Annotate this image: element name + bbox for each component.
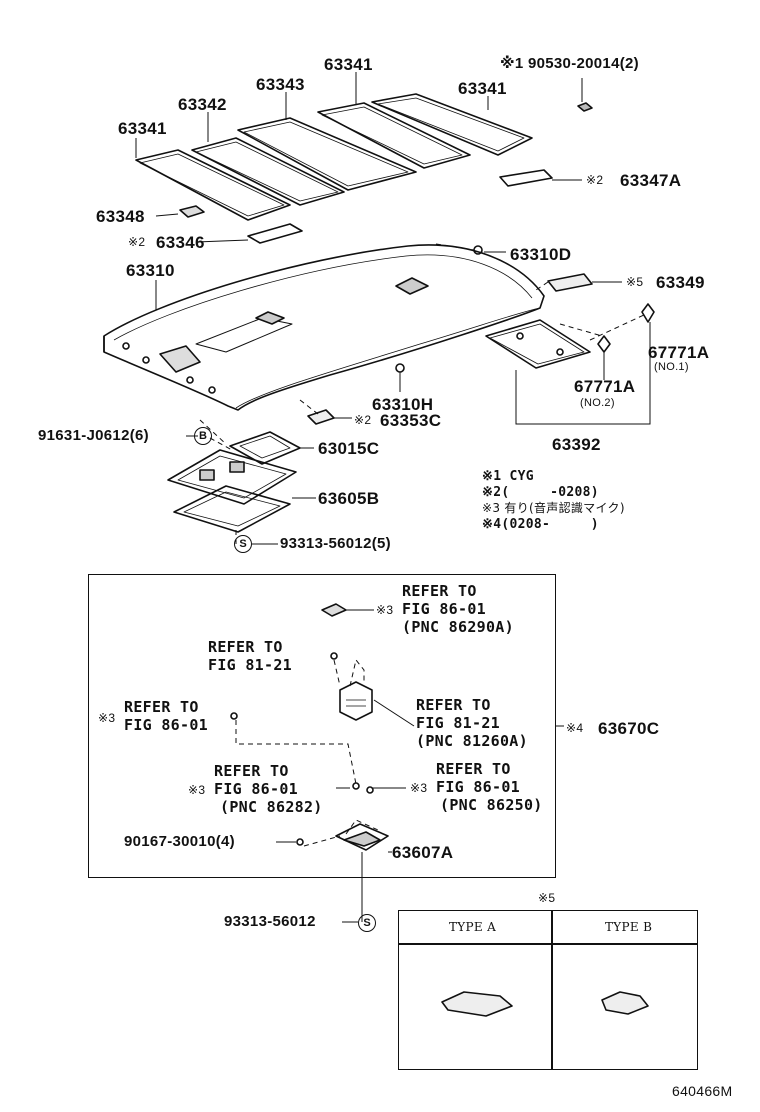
note-4: ※4(0208- ) — [482, 517, 599, 532]
mark-63349: ※5 — [626, 275, 644, 289]
label-63342: 63342 — [178, 95, 227, 114]
type-table-mark: ※5 — [538, 891, 556, 905]
label-63392: 63392 — [552, 435, 601, 454]
ref6-mark: ※3 — [410, 781, 428, 795]
clip-67771A-2 — [597, 335, 611, 353]
label-63605B: 63605B — [318, 489, 380, 508]
ref3-line1: REFER TO — [124, 698, 199, 716]
type-table-divider-horizontal — [399, 943, 697, 945]
ref2-line1: REFER TO — [208, 638, 283, 656]
label-90167: 90167-30010(4) — [124, 833, 235, 850]
type-table: TYPE A TYPE B — [398, 910, 698, 1070]
label-63341-right: 63341 — [458, 79, 507, 98]
label-63341-top: 63341 — [324, 55, 373, 74]
block-63353C — [307, 409, 335, 425]
ref2-line2: FIG 81-21 — [208, 656, 292, 674]
pad-63346 — [247, 223, 303, 244]
type-a-header: TYPE A — [449, 920, 497, 934]
note-1: ※1 CYG — [482, 469, 534, 484]
circle-s-marker-1: S — [234, 535, 252, 553]
clip-63310H — [395, 363, 405, 373]
ref1-line2: FIG 86-01 — [402, 600, 486, 618]
inset-box-63670C — [88, 574, 556, 878]
pad-63341-right — [371, 93, 533, 156]
mark-63347A: ※2 — [586, 173, 604, 187]
label-67771A-1: 67771A — [648, 343, 710, 362]
console-63605B-lower — [173, 485, 291, 533]
label-63607A: 63607A — [392, 843, 454, 862]
map-lamp-63607A — [335, 823, 389, 851]
label-63343: 63343 — [256, 75, 305, 94]
ref6-line1: REFER TO — [436, 760, 511, 778]
label-63341-left: 63341 — [118, 119, 167, 138]
pad-63341-top — [317, 102, 471, 169]
bracket-81260A — [339, 681, 373, 721]
label-63353C: 63353C — [380, 411, 442, 430]
ref4-line3: (PNC 81260A) — [416, 732, 528, 750]
ref5-line2: FIG 86-01 — [214, 780, 298, 798]
label-63349: 63349 — [656, 273, 705, 292]
ref4-line2: FIG 81-21 — [416, 714, 500, 732]
note-2: ※2( -0208) — [482, 485, 599, 500]
label-93313-b: 93313-56012 — [224, 913, 316, 930]
mark-63353C: ※2 — [354, 413, 372, 427]
ref1-line1: REFER TO — [402, 582, 477, 600]
pad-63349 — [547, 273, 593, 292]
clip-90530 — [577, 102, 593, 112]
ref1-mark: ※3 — [376, 603, 394, 617]
ref5-line3: (PNC 86282) — [220, 798, 323, 816]
ref6-line3: (PNC 86250) — [440, 796, 543, 814]
mark-63346: ※2 — [128, 235, 146, 249]
label-63015C: 63015C — [318, 439, 380, 458]
console-63605B-upper — [167, 449, 297, 505]
label-67771A-1-sub: (NO.1) — [654, 361, 689, 373]
type-b-header: TYPE B — [605, 920, 653, 934]
ref5-mark: ※3 — [188, 783, 206, 797]
label-63346: 63346 — [156, 233, 205, 252]
clip-67771A-1 — [641, 303, 655, 323]
label-63347A: 63347A — [620, 171, 682, 190]
pad-63347A — [499, 169, 553, 187]
label-93313-a: 93313-56012(5) — [280, 535, 391, 552]
pad-63341-left — [135, 149, 291, 221]
ref1-line3: (PNC 86290A) — [402, 618, 514, 636]
label-63310: 63310 — [126, 261, 175, 280]
ref6-line2: FIG 86-01 — [436, 778, 520, 796]
ref4-line1: REFER TO — [416, 696, 491, 714]
note-3: ※3 有り(音声認識マイク) — [482, 501, 625, 515]
label-90530: ※1 90530-20014(2) — [500, 55, 639, 72]
label-63310D: 63310D — [510, 245, 572, 264]
label-91631: 91631-J0612(6) — [38, 427, 149, 444]
label-67771A-2: 67771A — [574, 377, 636, 396]
circle-b-marker: B — [194, 427, 212, 445]
clip-63310D — [473, 245, 483, 255]
label-67771A-2-sub: (NO.2) — [580, 397, 615, 409]
label-63310H: 63310H — [372, 395, 434, 414]
pad-63348 — [179, 205, 205, 218]
pad-63343 — [237, 117, 417, 191]
type-table-divider-vertical — [551, 911, 553, 1069]
headliner-63310 — [103, 244, 545, 411]
type-b-shape — [601, 991, 649, 1015]
ref3-line2: FIG 86-01 — [124, 716, 208, 734]
label-63670C: 63670C — [598, 719, 660, 738]
type-a-shape — [441, 991, 513, 1017]
rail-63392 — [485, 319, 591, 369]
ref3-mark: ※3 — [98, 711, 116, 725]
circle-s-marker-2: S — [358, 914, 376, 932]
ref5-line1: REFER TO — [214, 762, 289, 780]
label-63348: 63348 — [96, 207, 145, 226]
mark-63670C: ※4 — [566, 721, 584, 735]
figure-id: 640466M — [672, 1083, 733, 1099]
pad-63342 — [191, 137, 345, 206]
